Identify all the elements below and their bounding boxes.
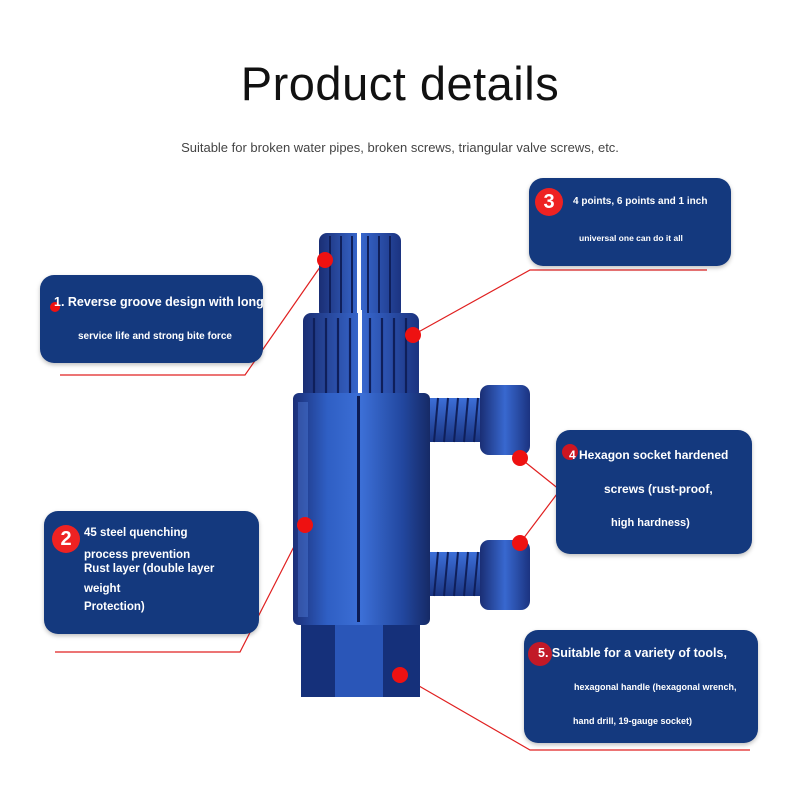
callout-2-line-4: weight [84, 583, 121, 595]
callout-3-line-2: universal one can do it all [579, 233, 683, 243]
knurled-tip [319, 230, 401, 322]
callout-5-line-1: 5. Suitable for a variety of tools, [538, 646, 727, 660]
callout-1-line-1: 1. Reverse groove design with long [54, 295, 264, 309]
marker-dot-upper-screw [512, 450, 528, 466]
badge-3: 3 [535, 188, 563, 216]
badge-2: 2 [52, 525, 80, 553]
callout-2-line-5: Protection) [84, 601, 145, 613]
callout-4-line-3: high hardness) [611, 517, 690, 529]
callout-5-line-2: hexagonal handle (hexagonal wrench, [574, 682, 737, 692]
callout-2-line-1: 45 steel quenching [84, 527, 188, 539]
callout-card-2: 2 45 steel quenching process prevention … [44, 511, 259, 634]
callout-lines [55, 259, 750, 751]
marker-dot-body [297, 517, 313, 533]
callout-2-line-3: Rust layer (double layer [84, 563, 215, 575]
callout-card-4: 4 Hexagon socket hardened screws (rust-p… [556, 430, 752, 554]
callout-card-1: 1. Reverse groove design with long servi… [40, 275, 264, 363]
bullet-icon [50, 302, 60, 312]
callout-1-line-2: service life and strong bite force [78, 331, 232, 342]
main-body [293, 393, 430, 625]
knurled-collar [303, 310, 419, 402]
bullet-icon [528, 642, 552, 666]
callout-2-line-2: process prevention [84, 549, 191, 561]
callout-3-line-1: 4 points, 6 points and 1 inch [573, 196, 708, 207]
callout-card-3: 3 4 points, 6 points and 1 inch universa… [529, 178, 731, 266]
marker-dot-collar [405, 327, 421, 343]
page-title: Product details [240, 57, 560, 110]
callout-4-line-1: 4 Hexagon socket hardened [569, 448, 729, 462]
marker-dot-lower-screw [512, 535, 528, 551]
bullet-icon [562, 444, 578, 460]
callout-5-line-3: hand drill, 19-gauge socket) [573, 716, 693, 726]
lower-screw [430, 540, 530, 610]
upper-screw [430, 385, 530, 455]
callout-4-line-2: screws (rust-proof, [604, 482, 713, 496]
page-subtitle: Suitable for broken water pipes, broken … [181, 140, 619, 155]
hex-base [301, 625, 420, 697]
marker-dot-hex-base [392, 667, 408, 683]
callout-card-5: 5. Suitable for a variety of tools, hexa… [524, 630, 758, 743]
marker-dot-tip [317, 252, 333, 268]
